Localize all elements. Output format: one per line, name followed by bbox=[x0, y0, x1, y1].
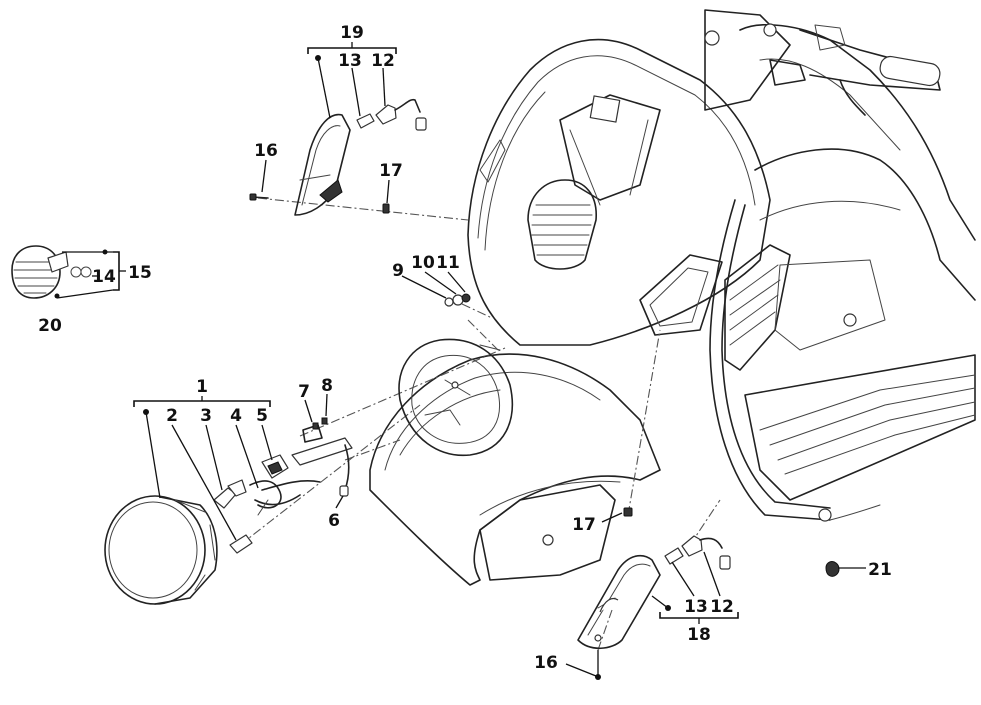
headlight-housing bbox=[398, 338, 514, 457]
grommet-21 bbox=[825, 561, 840, 577]
bulb-13-bottom bbox=[664, 547, 684, 565]
headlight-bulb-3 bbox=[213, 479, 247, 509]
label-13-top: 13 bbox=[338, 51, 362, 71]
callout-labels: 19 13 12 16 17 14 15 20 9 10 11 1 2 3 4 … bbox=[38, 23, 892, 673]
label-17-bottom: 17 bbox=[572, 515, 596, 535]
label-14: 14 bbox=[92, 267, 116, 287]
socket-12-top bbox=[375, 98, 427, 131]
label-18: 18 bbox=[687, 625, 711, 645]
label-11: 11 bbox=[436, 253, 460, 273]
label-15: 15 bbox=[128, 263, 152, 283]
label-6: 6 bbox=[328, 511, 340, 531]
label-17-top: 17 bbox=[379, 161, 403, 181]
label-7: 7 bbox=[298, 382, 310, 402]
label-21: 21 bbox=[868, 560, 892, 580]
label-13-bottom: 13 bbox=[684, 597, 708, 617]
label-16-bottom: 16 bbox=[534, 653, 558, 673]
headlight-lens bbox=[104, 495, 218, 605]
nut-17-top bbox=[382, 203, 390, 214]
label-16-top: 16 bbox=[254, 141, 278, 161]
assembly-lines bbox=[239, 197, 721, 651]
scooter-body bbox=[369, 9, 976, 586]
label-19: 19 bbox=[340, 23, 364, 43]
side-light-assembly bbox=[11, 245, 92, 299]
fasteners-9-10-11 bbox=[444, 293, 471, 307]
bulb-13-top bbox=[356, 113, 375, 129]
socket-12-bottom bbox=[681, 535, 731, 570]
screw-16-top bbox=[249, 193, 269, 201]
screws-7-8 bbox=[312, 417, 328, 430]
horn-grille bbox=[527, 179, 597, 270]
front-turn-signal-bottom bbox=[577, 554, 661, 650]
socket-5 bbox=[261, 454, 289, 479]
label-10: 10 bbox=[411, 253, 435, 273]
label-2: 2 bbox=[166, 406, 178, 426]
label-20: 20 bbox=[38, 316, 62, 336]
label-9: 9 bbox=[392, 261, 404, 281]
label-12-top: 12 bbox=[371, 51, 395, 71]
label-4: 4 bbox=[230, 406, 242, 426]
label-3: 3 bbox=[200, 406, 212, 426]
label-1: 1 bbox=[196, 377, 208, 397]
parking-bulb-2 bbox=[229, 534, 253, 554]
label-12-bottom: 12 bbox=[710, 597, 734, 617]
callout-lines bbox=[56, 42, 866, 680]
wiring-harness-4 bbox=[249, 480, 321, 516]
nut-17-bottom bbox=[623, 507, 633, 517]
label-5: 5 bbox=[256, 406, 268, 426]
label-8: 8 bbox=[321, 376, 333, 396]
front-turn-signal-top bbox=[294, 113, 351, 216]
